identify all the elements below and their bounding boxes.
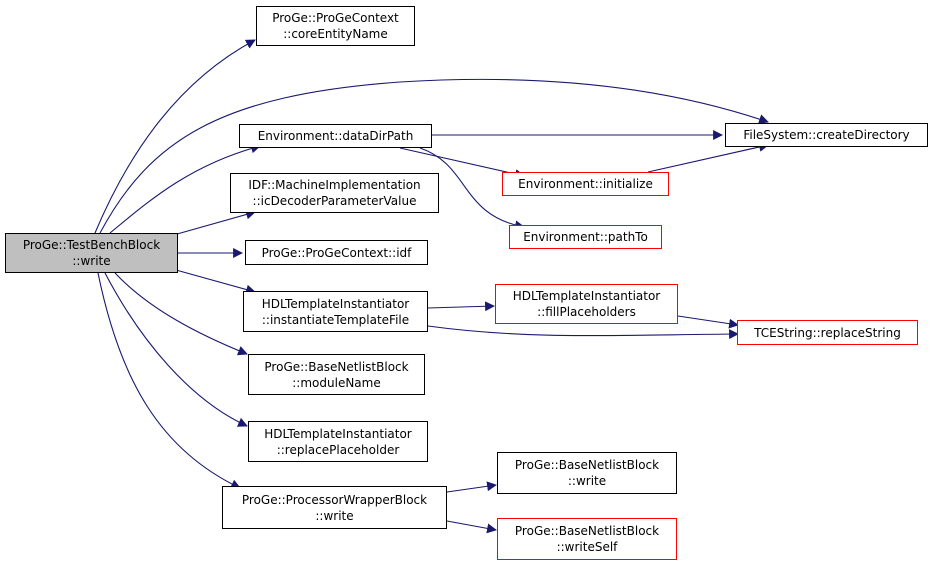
node-create-directory[interactable]: FileSystem::createDirectory: [725, 123, 928, 147]
node-base-netlist-write[interactable]: ProGe::BaseNetlistBlock ::write: [497, 452, 677, 494]
node-label-line1: ProGe::ProGeContext: [272, 11, 399, 25]
node-module-name[interactable]: ProGe::BaseNetlistBlock ::moduleName: [248, 354, 425, 395]
node-label-line1: ProGe::BaseNetlistBlock: [514, 524, 660, 538]
edge-data-dir-path-to-initialize: [399, 147, 525, 179]
edge-root-to-ic-decoder: [169, 209, 256, 237]
node-label-line2: ::fillPlaceholders: [537, 305, 636, 319]
node-label-line2: ::moduleName: [292, 375, 381, 390]
node-label-line1: ProGe::BaseNetlistBlock: [264, 359, 409, 374]
edge-data-dir-path-to-path-to: [419, 147, 525, 231]
node-label-line1: FileSystem::createDirectory: [743, 128, 910, 142]
node-replace-placeholder[interactable]: HDLTemplateInstantiator ::replacePlaceho…: [248, 421, 428, 462]
node-label-line2: ::write: [72, 254, 111, 268]
node-path-to[interactable]: Environment::pathTo: [509, 225, 662, 249]
node-label-line2: ::instantiateTemplateFile: [261, 312, 410, 327]
node-label-line1: TCEString::replaceString: [754, 325, 901, 340]
edge-root-to-instantiate-template: [175, 269, 256, 295]
node-label-line2: ::write: [567, 474, 607, 488]
edge-root-to-processor-wrapper: [97, 272, 241, 489]
node-label-line1: ProGe::ProcessorWrapperBlock: [241, 492, 428, 507]
edge-fill-placeholders-to-replace-string: [677, 315, 739, 329]
edge-root-to-data-dir-path: [109, 143, 261, 234]
node-label-line1: ProGe::TestBenchBlock: [22, 238, 161, 252]
node-data-dir-path[interactable]: Environment::dataDirPath: [239, 124, 432, 148]
node-label-line1: HDLTemplateInstantiator: [264, 426, 412, 441]
edge-instantiate-to-replace-string: [427, 325, 739, 340]
node-label-line1: Environment::pathTo: [523, 230, 648, 244]
node-label-line1: HDLTemplateInstantiator: [512, 289, 661, 303]
node-label-line2: ::write: [315, 508, 354, 523]
node-fill-placeholders[interactable]: HDLTemplateInstantiator ::fillPlaceholde…: [495, 284, 678, 324]
node-label-line2: ::icDecoderParameterValue: [252, 194, 417, 208]
node-label-line1: HDLTemplateInstantiator: [261, 296, 410, 311]
node-processor-wrapper-write[interactable]: ProGe::ProcessorWrapperBlock ::write: [222, 486, 447, 529]
node-testbenchblock-write: ProGe::TestBenchBlock ::write: [5, 233, 178, 273]
edge-root-to-core-entity-name: [94, 39, 256, 234]
edge-root-to-replace-placeholder: [104, 272, 248, 427]
node-label-line1: IDF::MachineImplementation: [248, 178, 421, 192]
node-replace-string[interactable]: TCEString::replaceString: [737, 320, 918, 345]
edge-root-to-create-directory: [99, 78, 769, 234]
node-initialize[interactable]: Environment::initialize: [502, 172, 669, 196]
node-label-line2: ::writeSelf: [556, 540, 618, 554]
node-label-line1: ProGe::BaseNetlistBlock: [514, 458, 660, 472]
node-label-line2: ::coreEntityName: [283, 27, 388, 41]
edge-initialize-to-create-directory: [647, 142, 769, 173]
node-ic-decoder-parameter-value[interactable]: IDF::MachineImplementation ::icDecoderPa…: [230, 173, 439, 213]
node-label-line1: Environment::dataDirPath: [257, 129, 414, 143]
node-core-entity-name[interactable]: ProGe::ProGeContext ::coreEntityName: [256, 6, 415, 46]
edge-processor-wrapper-to-base-write: [446, 481, 497, 493]
edge-instantiate-to-fill-placeholders: [427, 301, 495, 312]
edge-root-to-module-name: [114, 272, 248, 356]
node-progecontext-idf[interactable]: ProGe::ProGeContext::idf: [245, 240, 428, 265]
node-base-netlist-write-self[interactable]: ProGe::BaseNetlistBlock ::writeSelf: [497, 518, 677, 560]
node-label-line1: Environment::initialize: [518, 177, 653, 191]
node-label-line1: ProGe::ProGeContext::idf: [261, 245, 412, 260]
edge-processor-wrapper-to-base-write-self: [446, 520, 497, 534]
node-instantiate-template-file[interactable]: HDLTemplateInstantiator ::instantiateTem…: [243, 291, 428, 332]
node-label-line2: ::replacePlaceholder: [276, 442, 400, 457]
